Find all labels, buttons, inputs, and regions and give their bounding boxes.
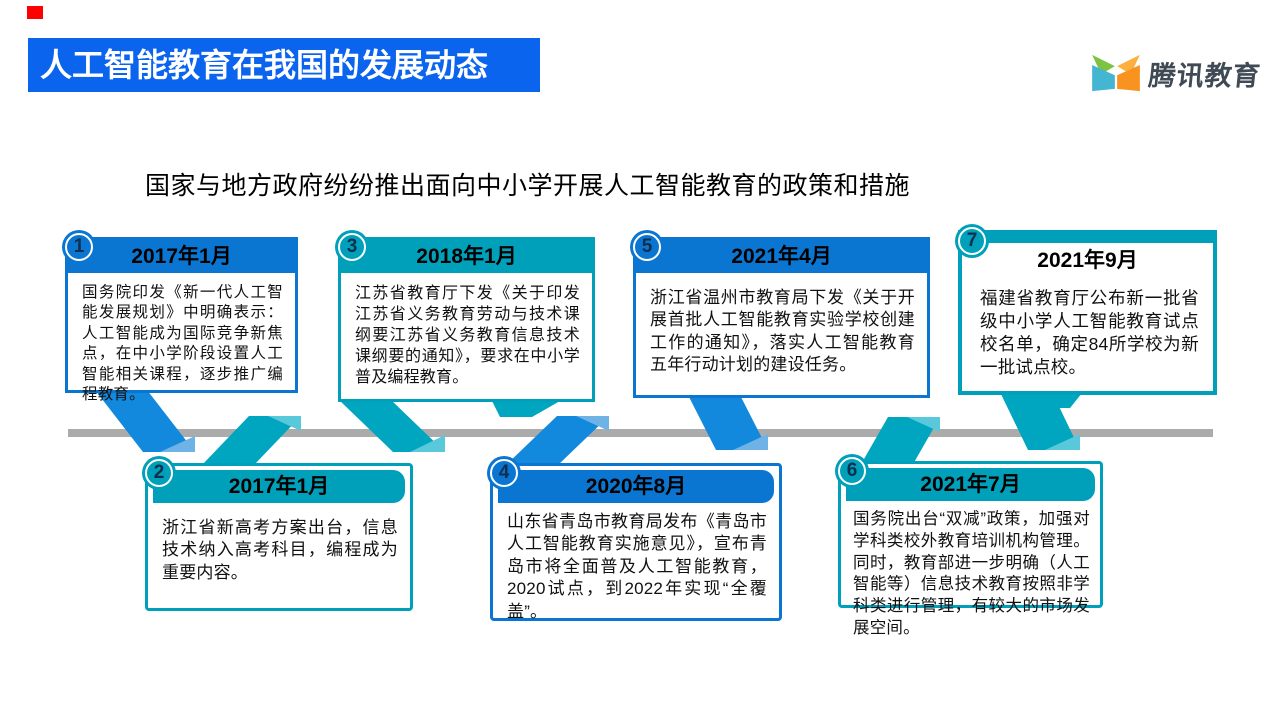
connector-ribbon-7 [1000,392,1080,450]
card-3-date: 2018年1月 [341,240,592,273]
card-5-text: 浙江省温州市教育局下发《关于开展首批人工智能教育实验学校创建工作的通知》，落实人… [650,288,915,375]
badge-ring [838,457,866,485]
connector-fold-1 [160,436,195,452]
step-number-badge-3: 3 [335,230,369,264]
card-7-top-strip [962,234,1213,243]
step-number-badge-5: 5 [630,230,664,264]
card-2-text: 浙江省新高考方案出台，信息技术纳入高考科目，编程成为重要内容。 [162,518,398,582]
step-number-badge-7: 7 [955,224,989,258]
step-number-badge-4: 4 [487,456,521,490]
card-5-date: 2021年4月 [636,240,927,273]
tencent-education-logo-icon [1092,54,1140,92]
timeline-card-1: 2017年1月 国务院印发《新一代人工智能发展规划》中明确表示： 人工智能成为国… [65,237,298,403]
timeline-card-6: 2021年7月 国务院出台“双减”政策，加强对学科类校外教育培训机构管理。同时，… [838,461,1103,637]
badge-ring [338,233,366,261]
card3-tail [492,401,560,417]
card-4-date: 2020年8月 [498,470,774,503]
badge-ring [490,459,518,487]
timeline-card-7: 2021年9月 福建省教育厅公布新一批省级中小学人工智能教育试点校名单，确定84… [958,230,1217,395]
card-7-date: 2021年9月 [962,243,1213,279]
step-number-badge-2: 2 [142,456,176,490]
tencent-education-logo-text: 腾讯教育 [1147,60,1263,91]
badge-ring [958,227,986,255]
timeline-card-3: 2018年1月 江苏省教育厅下发《关于印发江苏省义务教育劳动与技术课纲要江苏省义… [338,237,595,402]
slide-subtitle: 国家与地方政府纷纷推出面向中小学开展人工智能教育的政策和措施 [145,172,911,200]
card-6-date: 2021年7月 [846,468,1095,501]
card-2-date: 2017年1月 [153,470,405,503]
card-4-text: 山东省青岛市教育局发布《青岛市人工智能教育实施意见》，宣布青岛市将全面普及人工智… [507,512,767,621]
connector-ribbon-3 [338,399,445,452]
page-title: 人工智能教育在我国的发展动态 [28,38,540,92]
badge-ring [633,233,661,261]
corner-red-mark [27,6,43,19]
connector-ribbon-2 [201,416,301,466]
card-7-text: 福建省教育厅公布新一批省级中小学人工智能教育试点校名单，确定84所学校为新一批试… [980,288,1199,378]
timeline-card-2: 2017年1月 浙江省新高考方案出台，信息技术纳入高考科目，编程成为重要内容。 [145,463,413,611]
badge-ring [65,233,93,261]
step-number-badge-6: 6 [835,454,869,488]
connector-ribbon-6 [860,417,940,466]
connector-ribbon-4 [505,416,609,466]
timeline-axis [68,429,1213,437]
timeline-card-4: 2020年8月 山东省青岛市教育局发布《青岛市人工智能教育实施意见》，宣布青岛市… [490,463,782,621]
card-1-date: 2017年1月 [68,240,295,273]
connector-fold-3 [410,435,445,452]
timeline-card-5: 2021年4月 浙江省温州市教育局下发《关于开展首批人工智能教育实验学校创建工作… [633,237,930,398]
step-number-badge-1: 1 [62,230,96,264]
connector-ribbon-5 [688,395,768,450]
card-3-text: 江苏省教育厅下发《关于印发江苏省义务教育劳动与技术课纲要江苏省义务教育信息技术课… [355,285,580,387]
card7-tail [1048,393,1082,408]
card-6-text: 国务院出台“双减”政策，加强对学科类校外教育培训机构管理。同时，教育部进一步明确… [853,510,1090,637]
tencent-education-logo: 腾讯教育 [1091,52,1263,94]
card-1-text: 国务院印发《新一代人工智能发展规划》中明确表示： 人工智能成为国际竞争新焦点，在… [82,284,283,404]
badge-ring [145,459,173,487]
